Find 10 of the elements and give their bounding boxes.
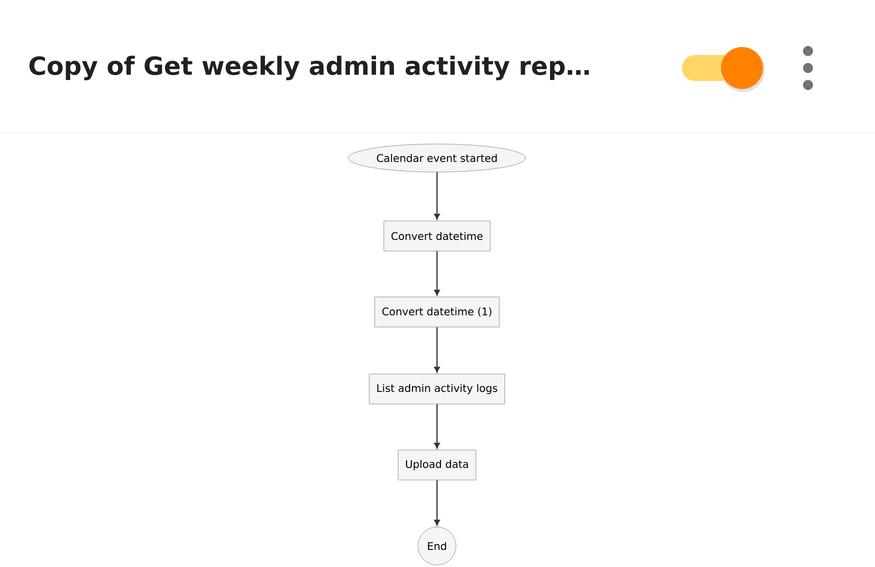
- title: Copy of Get weekly admin activity rep…: [29, 56, 589, 80]
- arrow: [434, 480, 440, 526]
- process-box: Convert datetime (1): [374, 296, 500, 328]
- process-box: Upload data: [398, 450, 476, 480]
- arrow: [434, 404, 440, 448]
- arrow: [434, 327, 440, 372]
- process-box: List admin activity logs: [369, 374, 505, 404]
- arrow: [434, 251, 440, 296]
- process-box: Convert datetime: [384, 220, 490, 252]
- arrow: [434, 172, 440, 220]
